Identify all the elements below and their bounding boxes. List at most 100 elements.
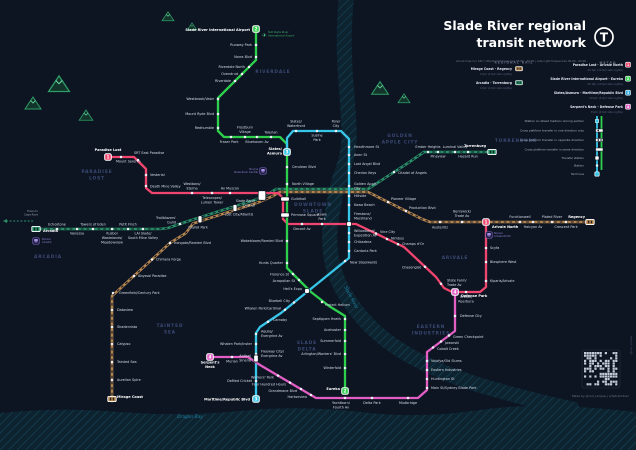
- station-label-defense-park: Defense Park: [461, 294, 488, 298]
- station-yachtborn-fourth-av: Yachtborn/Fourth Av: [332, 396, 351, 409]
- station-label-aven-st: Aven St: [354, 153, 368, 157]
- station-arcadia: Arcadia: [31, 225, 59, 233]
- station-kawa-beach: Kawa Beach: [347, 203, 375, 207]
- station-label-kawa-beach: Kawa Beach: [354, 203, 375, 207]
- station-label-towers-of-eden: Towers of Eden: [79, 223, 106, 227]
- station-decant-av: Decant Av: [293, 222, 311, 231]
- svg-text:3: 3: [255, 397, 258, 403]
- station-skyfall-park: Skyfall Park: [188, 215, 208, 230]
- station-label-cobalt-creek: Cobalt Creek: [437, 347, 459, 351]
- dragon-bay-water: [0, 405, 636, 450]
- mountain-icon: [370, 80, 390, 95]
- svg-text:1: 1: [107, 155, 110, 161]
- station-acropolian-st: Acropolian St: [273, 278, 301, 283]
- legend-header-metro: METRO: [600, 61, 617, 65]
- mountain-icon: [78, 109, 94, 121]
- station-label-summerfold: Summerfold: [320, 339, 341, 343]
- station-mirage-coast: Mirage Coast: [107, 395, 143, 403]
- station-shadervista: Shadervista: [110, 325, 137, 329]
- station-westboro-eterna: Westboro/Eterna: [183, 182, 201, 195]
- station-label-shadervista: Shadervista: [117, 325, 137, 329]
- station-defiled-cricket: Defiled Cricket: [227, 379, 258, 383]
- station-dataview: Dataview: [110, 308, 133, 312]
- svg-text:20 tph (10 tph late nights): 20 tph (10 tph late nights): [587, 68, 623, 72]
- station-label-scyfa: Scyfa: [490, 246, 499, 250]
- station-label-petit-finch: Petit Finch: [119, 223, 137, 227]
- station-ovendrud: Ovendrud: [221, 72, 244, 76]
- svg-text:Cross platform transfer in one: Cross platform transfer in one direction…: [520, 129, 584, 133]
- station-label-riverdale: Riverdale: [215, 79, 231, 83]
- station-workers-park: Workers' Park: [251, 374, 280, 380]
- station-label-arivale-north: Arivale North: [492, 225, 519, 229]
- legend-symbol-station-on-street-median-running-section: Station on street median running section: [525, 119, 599, 123]
- legend-symbol-terminus: Terminus: [570, 171, 600, 177]
- water-label-dragon-bay: Dragon Bay: [177, 414, 203, 420]
- station-firestone-marshland: Firestone/Marshland: [346, 212, 372, 227]
- credit-text: Made by @rod_scopee | u/Yeti-Krofner: [572, 394, 630, 398]
- station-aurelian-spire: Aurelian Spire: [110, 378, 141, 382]
- station-riverdale-north: Riverdale North: [218, 65, 251, 69]
- station-carnaby: Carnaby: [266, 318, 287, 323]
- station-label-hillside: Hillside: [354, 194, 366, 198]
- station-orofon-reerbura: Orofon/Reerbura: [458, 290, 474, 303]
- station-label-dataview: Dataview: [117, 308, 133, 312]
- station-label-freeway-city-evergrine-av: Freeway City/Evergrine Av: [261, 350, 285, 358]
- svg-text:Station on street median runni: Station on street median running section: [525, 119, 584, 123]
- svg-text:Slade River International Airp: Slade River International Airport - Eure…: [550, 77, 623, 81]
- station-functionwell: Functionwell: [509, 215, 531, 224]
- station-hillside: Hillside: [347, 194, 366, 198]
- station-label-irongate-ramieri-blvd: Irongate/Ramieri Blvd: [174, 241, 211, 245]
- station-eastern-industries: Eastern Industries: [425, 368, 462, 372]
- svg-text:Slates/Asmura - Maritime/Repub: Slates/Asmura - Maritime/Republic Blvd: [554, 91, 623, 95]
- station-label-eureka: Eureka: [326, 387, 340, 391]
- station-cherion-keys: Cherion Keys: [347, 171, 376, 175]
- station-label-westboro-eterna: Westboro/Eterna: [183, 182, 201, 190]
- station-label-state-farm-trade-av: State Farm/Trade Av: [446, 279, 467, 287]
- station-label-florence-st: Florence St: [270, 273, 290, 277]
- transit-logo-icon: [594, 27, 614, 47]
- station-label-mirage-coast: Mirage Coast: [117, 395, 143, 399]
- mountain-icon: [397, 93, 411, 104]
- svg-text:4: 4: [627, 105, 630, 109]
- station-harborview: Harborview: [288, 393, 313, 399]
- svg-text:SLR Slade River: SLR Slade River: [268, 30, 289, 34]
- station-label-firestone-marshland: Firestone/Marshland: [354, 212, 372, 220]
- station-label-plated-river: Plated River: [542, 215, 563, 219]
- station-nimbus: Nimbus: [385, 237, 404, 241]
- station-label-death-mine-valley: Death Mine Valley: [150, 185, 181, 189]
- station-north-village: North Village: [285, 182, 314, 186]
- svg-text:Paradise Lost - Arivale North: Paradise Lost - Arivale North: [573, 63, 623, 67]
- station-main-st-sydney-blade-park: Main St/Sydney Blade Park: [425, 386, 476, 390]
- station-label-acropolian-st: Acropolian St: [273, 279, 296, 283]
- station-grandmane-blvd: Grandmane Blvd: [268, 387, 303, 393]
- header: Slade River regional transit network T A…: [443, 18, 614, 63]
- station-label-av-muscon: Av Muscon: [221, 187, 239, 191]
- station-whalen-park-cardinal: Whalen Park/Cardinal: [245, 307, 287, 312]
- station-redhumble: Redhumble: [195, 126, 220, 130]
- station-label-westbrook-valor: Westbrook/Valor: [186, 97, 214, 101]
- station-label-whalen-park-cardinal: Whalen Park/Cardinal: [245, 307, 281, 311]
- metro-line-badge: [625, 75, 631, 82]
- station-label-new-steelwards: New Steelwards: [350, 261, 377, 265]
- station-pioneer-village: Pioneer Village: [386, 197, 416, 204]
- station-riverdale: Riverdale: [215, 79, 237, 83]
- svg-text:Cross platform transfer in opp: Cross platform transfer in opposite dire…: [520, 138, 584, 142]
